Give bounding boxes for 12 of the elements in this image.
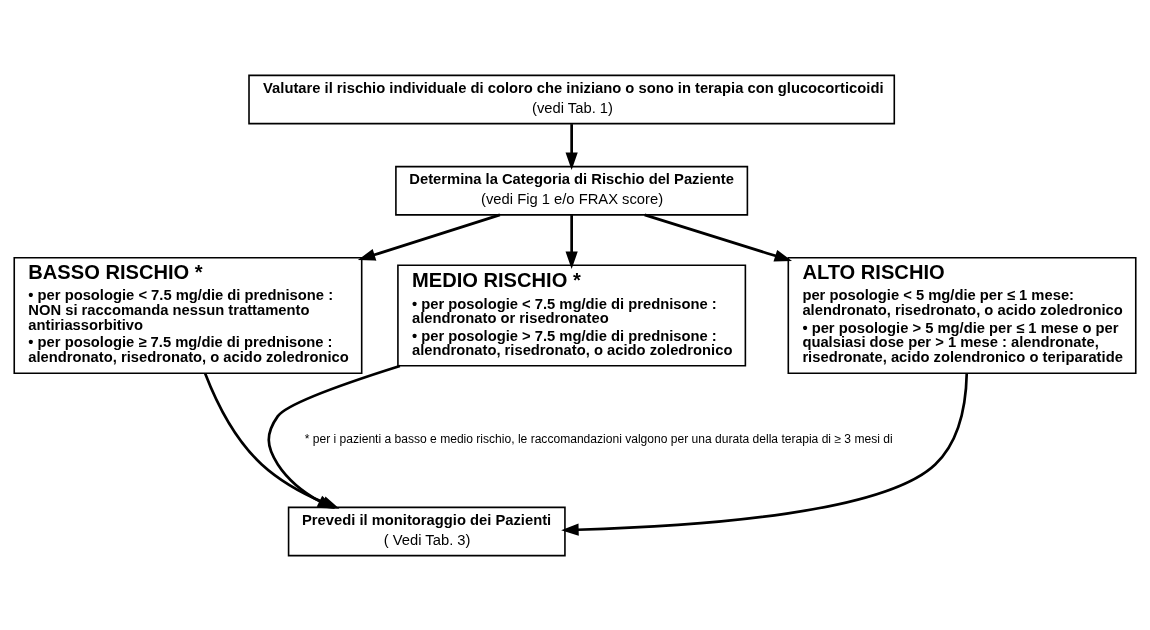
node-box: MEDIO RISCHIO * • per posologie < 7.5 mg/die di prednisone : alendronato or risedronateo • per posologie > 7.5 mg/die di prednisone : alendronato, risedronato, o acido zoledronico: [397, 263, 747, 367]
arrow: [357, 213, 501, 261]
label: * per i pazienti a basso e medio rischio, le raccomandazioni valgono per una durata della terapia di ≥ 3 mesi di: [304, 431, 893, 446]
arrow: [565, 123, 578, 170]
arrow: [561, 372, 969, 536]
node-box: Prevedi il monitoraggio dei Pazienti ( Vedi Tab. 3): [287, 506, 566, 556]
arrow: [644, 213, 792, 262]
node-box: BASSO RISCHIO * • per posologie < 7.5 mg/die di prednisone : NON si raccomanda nessun trattamento antiriassorbitivo • per posologie ≥ 7.5 mg/die di prednisone : alendronato, risedronato, o acido zoledronico: [13, 256, 363, 374]
node-box: ALTO RISCHIO per posologie < 5 mg/die per ≤ 1 mese: alendronato, risedronato, o acido zoledronico • per posologie > 5 mg/die per ≤ 1 mese o per qualsiasi dose per > 1 mese : alendronate, risedronate, acido zolendronico o teriparatide: [787, 256, 1137, 374]
node-box: Valutare il rischio individuale di coloro che iniziano o sono in terapia con glucocorticoidi (vedi Tab. 1): [248, 74, 896, 124]
arrow: [565, 214, 578, 269]
node-box: Determina la Categoria di Rischio del Paziente (vedi Fig 1 e/o FRAX score): [395, 165, 749, 216]
